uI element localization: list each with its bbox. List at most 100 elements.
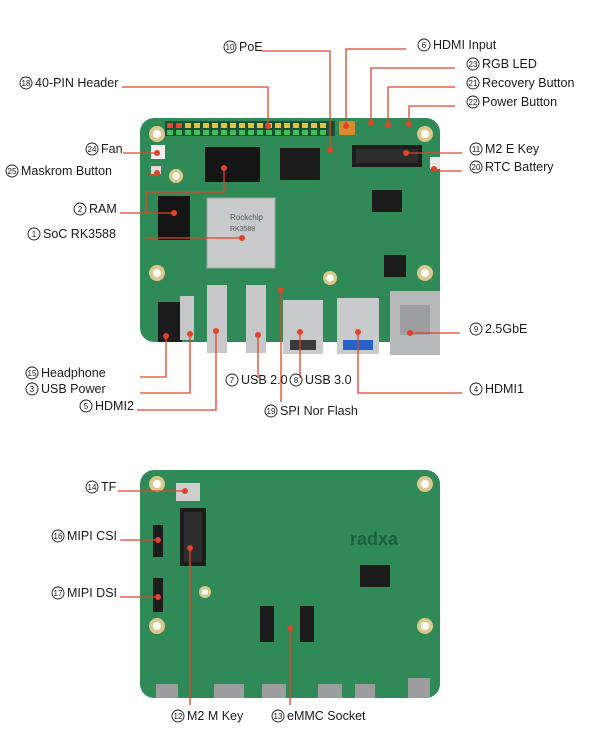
callout-number: 1: [32, 230, 37, 239]
radxa-logo: radxa: [350, 529, 399, 549]
callout-number: 7: [230, 376, 235, 385]
callout-label: Maskrom Button: [21, 164, 112, 178]
callout-number: 21: [469, 79, 478, 88]
callout-number-circle: [25, 366, 39, 380]
callout-20: 20 RTC Battery: [469, 160, 554, 174]
callout-label: MIPI DSI: [67, 586, 117, 600]
callout-number: 20: [472, 163, 481, 172]
callout-label: M2 E Key: [485, 142, 540, 156]
callout-number-circle: [469, 142, 483, 156]
headphone-jack: [158, 302, 182, 342]
callout-number: 13: [274, 712, 283, 721]
top-board: Rockchip RK3588: [140, 118, 440, 355]
pmic-chip: [280, 148, 320, 180]
callout-number: 18: [22, 79, 31, 88]
callout-label: HDMI1: [485, 382, 524, 396]
small-chip: [372, 190, 402, 212]
callout-3: 3 USB Power: [25, 382, 106, 396]
callout-number-circle: [264, 404, 278, 418]
callout-label: SoC RK3588: [43, 227, 116, 241]
callout-number: 6: [422, 41, 427, 50]
callout-number-circle: [469, 382, 483, 396]
soc-chip: Rockchip RK3588: [206, 197, 276, 269]
callout-number: 3: [30, 385, 35, 394]
callout-number: 12: [174, 712, 183, 721]
callout-label: RGB LED: [482, 57, 537, 71]
mounting-holes-top: [149, 126, 433, 285]
callout-leaders: [118, 48, 462, 705]
soc-model-text: RK3588: [230, 226, 255, 233]
callout-number-circle: [27, 227, 41, 241]
callout-number-circle: [225, 373, 239, 387]
callout-number: 17: [54, 589, 63, 598]
callout-9: 9 2.5GbE: [469, 322, 527, 336]
callout-label: eMMC Socket: [287, 709, 366, 723]
callout-number-circle: [171, 709, 185, 723]
callout-22: 22 Power Button: [466, 95, 557, 109]
callout-label: Fan: [101, 142, 123, 156]
callout-label: M2 M Key: [187, 709, 244, 723]
callout-number: 22: [469, 98, 478, 107]
usb-power-port: [180, 296, 194, 340]
callout-number-circle: [289, 373, 303, 387]
maskrom-button: [151, 166, 161, 174]
tf-slot: [176, 483, 200, 501]
callout-number-circle: [19, 76, 33, 90]
soc-brand-text: Rockchip: [230, 213, 263, 222]
callout-label: USB Power: [41, 382, 106, 396]
callout-number-circle: [85, 480, 99, 494]
callout-number: 25: [8, 167, 17, 176]
back-chip: [360, 565, 390, 587]
callout-number: 11: [472, 145, 481, 154]
emmc-socket-right: [300, 606, 314, 642]
callout-1: 1 SoC RK3588: [27, 227, 116, 241]
rtc-battery-connector: [430, 157, 440, 169]
callout-number: 2: [78, 205, 83, 214]
callout-number: 23: [469, 60, 478, 69]
callout-label: 2.5GbE: [485, 322, 527, 336]
bottom-edge-ports: [156, 678, 430, 698]
callout-number-circle: [79, 399, 93, 413]
callout-number-circle: [85, 142, 99, 156]
callout-label: USB 2.0: [241, 373, 288, 387]
callout-number: 9: [474, 325, 479, 334]
callout-number-circle: [466, 95, 480, 109]
callout-number: 15: [28, 369, 37, 378]
callout-23: 23 RGB LED: [466, 57, 537, 71]
callout-number: 24: [88, 145, 97, 154]
callout-number-circle: [223, 40, 237, 54]
callout-label: PoE: [239, 40, 263, 54]
callout-number-circle: [51, 586, 65, 600]
hdmi1-port: [207, 285, 227, 353]
ram-chip-2: [158, 196, 190, 240]
callout-number-circle: [51, 529, 65, 543]
callout-11: 11 M2 E Key: [469, 142, 540, 156]
callout-number-circle: [271, 709, 285, 723]
callout-15: 15 Headphone: [25, 366, 106, 380]
callout-number-circle: [466, 76, 480, 90]
callout-label: RTC Battery: [485, 160, 554, 174]
callout-label: SPI Nor Flash: [280, 404, 358, 418]
callout-label: TF: [101, 480, 117, 494]
callout-17: 17 MIPI DSI: [51, 586, 117, 600]
callout-12: 12 M2 M Key: [171, 709, 244, 723]
callout-label: MIPI CSI: [67, 529, 117, 543]
hdmi2-port: [246, 285, 266, 353]
callout-number: 5: [84, 402, 89, 411]
emmc-socket-left: [260, 606, 274, 642]
callout-label: Recovery Button: [482, 76, 574, 90]
callout-label: Headphone: [41, 366, 106, 380]
callout-label: Power Button: [482, 95, 557, 109]
callout-label: HDMI2: [95, 399, 134, 413]
